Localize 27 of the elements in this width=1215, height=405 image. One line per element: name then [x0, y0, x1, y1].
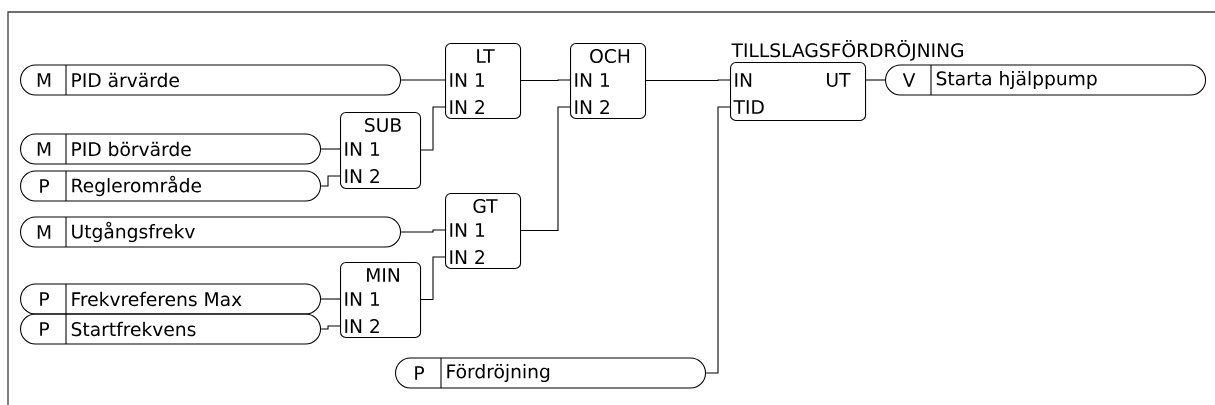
connector-line — [520, 79, 571, 82]
signal-pill: M Utgångsfrekv — [20, 216, 402, 248]
connector-line — [320, 325, 341, 330]
signal-pill: P Startfrekvens — [20, 313, 322, 345]
signal-pill: M PID ärvärde — [20, 64, 402, 96]
signal-pill: P Reglerområde — [20, 170, 322, 202]
function-block: OCH IN 1 IN 2 — [570, 43, 647, 120]
connector-line — [320, 175, 341, 187]
connector-line — [645, 79, 731, 82]
signal-pill: M PID börvärde — [20, 133, 322, 165]
function-block: LT IN 1 IN 2 — [445, 43, 522, 120]
connector-line — [865, 79, 886, 81]
connector-line — [400, 229, 446, 233]
connector-line — [520, 106, 571, 232]
function-block: MIN IN 1 IN 2 — [340, 262, 422, 339]
signal-pill: V Starta hjälppump — [885, 64, 1207, 96]
connector-line — [400, 79, 446, 81]
function-block: SUB IN 1 IN 2 — [340, 112, 422, 190]
connector-line — [320, 298, 341, 300]
signal-pill: P Fördröjning — [395, 357, 707, 389]
signal-pill: P Frekvreferens Max — [20, 283, 322, 315]
connector-line — [420, 106, 446, 151]
connector-line — [320, 148, 341, 150]
node-label: TILLSLAGSFÖRDRÖJNING — [731, 39, 964, 61]
function-block: GT IN 1 IN 2 — [445, 193, 522, 270]
connector-line — [420, 256, 446, 301]
connector-line — [705, 106, 731, 374]
